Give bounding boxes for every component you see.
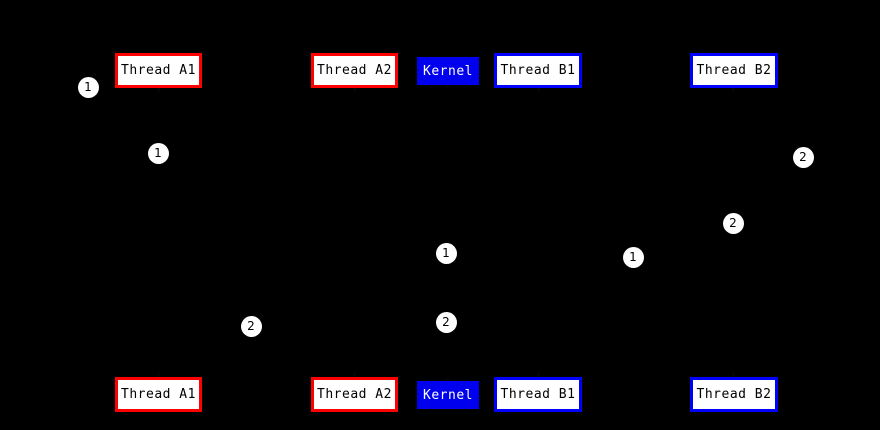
lifeline-thread-b2-anchor-top bbox=[732, 88, 735, 92]
lifeline-thread-a2 bbox=[354, 88, 355, 377]
participant-thread-a1-bottom[interactable]: Thread A1 bbox=[115, 377, 202, 412]
lifeline-thread-b1-anchor-bottom bbox=[537, 373, 540, 377]
badge-1-kernel-upper: 1 bbox=[435, 242, 457, 264]
participant-label: Thread A1 bbox=[121, 63, 196, 78]
lifeline-thread-a1-anchor-bottom bbox=[157, 373, 160, 377]
lifeline-thread-b1-anchor-top bbox=[537, 88, 540, 92]
participant-label: Kernel bbox=[423, 63, 473, 79]
participant-label: Thread B1 bbox=[500, 63, 576, 78]
lifeline-thread-a1-anchor-top bbox=[157, 88, 160, 92]
lifeline-thread-a2-anchor-bottom bbox=[353, 373, 356, 377]
participant-label: Kernel bbox=[423, 387, 473, 403]
message-arrow-2-2 bbox=[354, 322, 447, 323]
badge-2-thread-b2-mid: 2 bbox=[722, 212, 744, 234]
participant-thread-b1-top[interactable]: Thread B1 bbox=[494, 53, 582, 88]
participant-label: Thread B1 bbox=[500, 387, 576, 402]
badge-1-thread-a1-top: 1 bbox=[77, 76, 99, 98]
participant-label: Thread B2 bbox=[696, 387, 772, 402]
participant-thread-b2-bottom[interactable]: Thread B2 bbox=[690, 377, 778, 412]
badge-1-thread-b1-mid: 1 bbox=[622, 246, 644, 268]
message-arrow-1-1 bbox=[447, 257, 538, 258]
participant-thread-a2-top[interactable]: Thread A2 bbox=[311, 53, 398, 88]
participant-kernel-bottom[interactable]: Kernel bbox=[417, 381, 479, 409]
lifeline-kernel-anchor-bottom bbox=[446, 377, 449, 381]
badge-2-thread-a2-low: 2 bbox=[240, 315, 262, 337]
lifeline-kernel bbox=[447, 85, 448, 381]
participant-thread-a1-top[interactable]: Thread A1 bbox=[115, 53, 202, 88]
lifeline-thread-a2-anchor-top bbox=[353, 88, 356, 92]
participant-label: Thread A2 bbox=[317, 63, 392, 78]
message-arrow-2-3 bbox=[447, 223, 733, 224]
participant-label: Thread A2 bbox=[317, 387, 392, 402]
lifeline-thread-a1 bbox=[158, 88, 159, 377]
badge-2-thread-b2-top: 2 bbox=[792, 146, 814, 168]
participant-thread-a2-bottom[interactable]: Thread A2 bbox=[311, 377, 398, 412]
lifeline-thread-b1 bbox=[538, 88, 539, 377]
badge-2-kernel-lower: 2 bbox=[435, 311, 457, 333]
participant-kernel-top[interactable]: Kernel bbox=[417, 57, 479, 85]
participant-thread-b2-top[interactable]: Thread B2 bbox=[690, 53, 778, 88]
participant-label: Thread A1 bbox=[121, 387, 196, 402]
lifeline-kernel-anchor-top bbox=[446, 85, 449, 89]
lifeline-thread-b2-anchor-bottom bbox=[732, 373, 735, 377]
badge-1-thread-a1-mid: 1 bbox=[147, 142, 169, 164]
participant-thread-b1-bottom[interactable]: Thread B1 bbox=[494, 377, 582, 412]
participant-label: Thread B2 bbox=[696, 63, 772, 78]
message-arrow-1-0 bbox=[158, 253, 447, 254]
